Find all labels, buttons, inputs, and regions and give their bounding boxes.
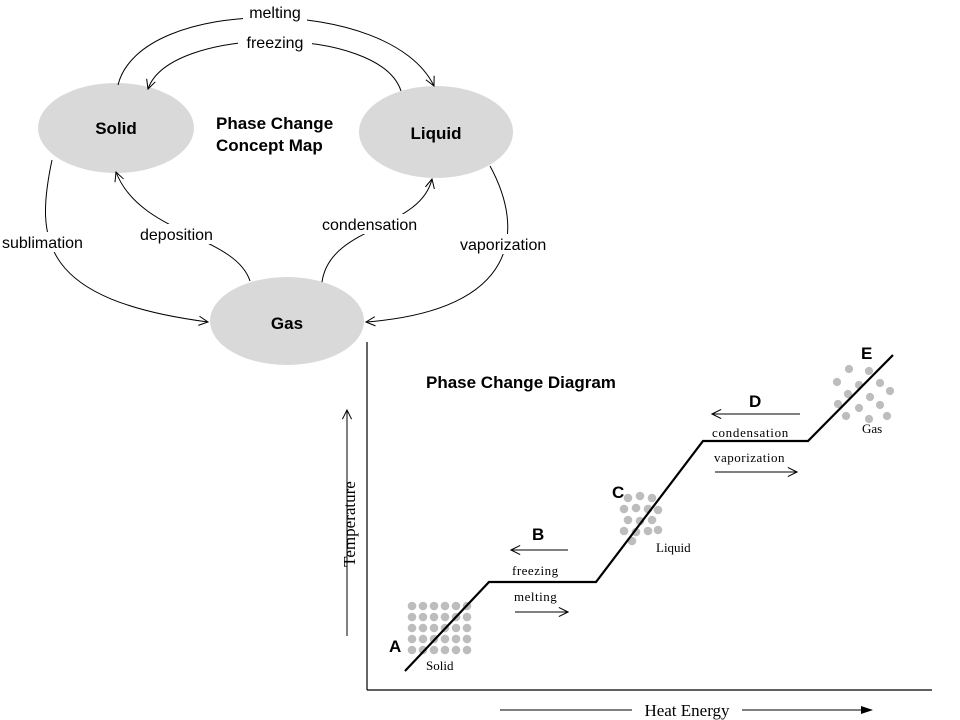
particle-dot [418, 645, 428, 655]
condensation-label: condensation [322, 217, 417, 234]
solid-state-label: Solid [95, 119, 137, 138]
particle-dot [429, 612, 439, 622]
melting-plateau-label: melting [514, 589, 557, 604]
diagram-title: Phase Change Diagram [426, 373, 616, 392]
particle-dot [885, 386, 895, 396]
vaporization-plateau-label: vaporization [714, 450, 785, 465]
particle-dot [418, 601, 428, 611]
particle-dot [440, 645, 450, 655]
particle-dot [864, 414, 874, 424]
particle-dot [864, 366, 874, 376]
particle-dot [462, 634, 472, 644]
particle-dot [833, 399, 843, 409]
particle-dot [635, 491, 645, 501]
liquid-state-label: Liquid [411, 124, 462, 143]
deposition-label: deposition [140, 227, 213, 244]
sublimation-arrow [44, 159, 208, 322]
particle-dot [451, 601, 461, 611]
concept-map-title-line1: Phase Change [216, 114, 333, 133]
point-c-label: C [612, 483, 624, 502]
solid-ellipse [38, 83, 194, 173]
heating-curve [404, 354, 894, 672]
particle-dot [418, 612, 428, 622]
vaporization-arrow [366, 165, 509, 322]
particle-dot [418, 634, 428, 644]
x-axis-label: Heat Energy [644, 701, 730, 720]
particle-dot [643, 526, 653, 536]
particle-dot [462, 645, 472, 655]
particle-dot [875, 378, 885, 388]
particle-dot [844, 364, 854, 374]
particle-dot [647, 493, 657, 503]
liquid-phase-label: Liquid [656, 540, 691, 555]
freezing-plateau-label: freezing [512, 563, 559, 578]
particle-dot [653, 505, 663, 515]
concept-map: Solid Liquid Gas Phase Change Concept Ma… [0, 4, 566, 365]
particle-dot [653, 525, 663, 535]
particle-dot [865, 392, 875, 402]
sublimation-label: sublimation [2, 235, 83, 252]
condensation-plateau-label: condensation [712, 425, 789, 440]
particle-dot [854, 403, 864, 413]
phase-diagram: Temperature Heat Energy Phase Change Dia… [340, 342, 932, 720]
gas-state-label: Gas [271, 314, 303, 333]
point-d-label: D [749, 392, 761, 411]
particle-dot [440, 612, 450, 622]
point-b-label: B [532, 525, 544, 544]
gas-phase-label: Gas [862, 421, 882, 436]
particle-dot [407, 634, 417, 644]
gas-ellipse [210, 277, 364, 365]
particle-dot [407, 645, 417, 655]
freezing-label: freezing [247, 35, 304, 52]
y-axis-label: Temperature [340, 481, 359, 567]
particle-dot [635, 516, 645, 526]
particle-dot [462, 623, 472, 633]
gas-particles [832, 364, 895, 424]
particle-dot [407, 623, 417, 633]
particle-dot [429, 623, 439, 633]
particle-dot [429, 601, 439, 611]
particle-dot [451, 634, 461, 644]
point-a-label: A [389, 637, 401, 656]
particle-dot [451, 645, 461, 655]
particle-dot [875, 400, 885, 410]
particle-dot [619, 526, 629, 536]
particle-dot [429, 645, 439, 655]
particle-dot [631, 527, 641, 537]
particle-dot [647, 515, 657, 525]
particle-dot [440, 634, 450, 644]
particle-dot [631, 503, 641, 513]
vaporization-label: vaporization [460, 237, 546, 254]
liquid-ellipse [359, 86, 513, 178]
particle-dot [407, 601, 417, 611]
particle-dot [440, 601, 450, 611]
particle-dot [623, 493, 633, 503]
particle-dot [843, 389, 853, 399]
particle-dot [462, 612, 472, 622]
particle-dot [832, 377, 842, 387]
particle-dot [418, 623, 428, 633]
solid-phase-label: Solid [426, 658, 454, 673]
particle-dot [451, 623, 461, 633]
particle-dot [882, 411, 892, 421]
particle-dot [407, 612, 417, 622]
particle-dot [841, 411, 851, 421]
liquid-particles [619, 491, 663, 546]
point-e-label: E [861, 344, 872, 363]
particle-dot [619, 504, 629, 514]
concept-map-title-line2: Concept Map [216, 136, 323, 155]
particle-dot [623, 515, 633, 525]
melting-label: melting [249, 5, 301, 22]
